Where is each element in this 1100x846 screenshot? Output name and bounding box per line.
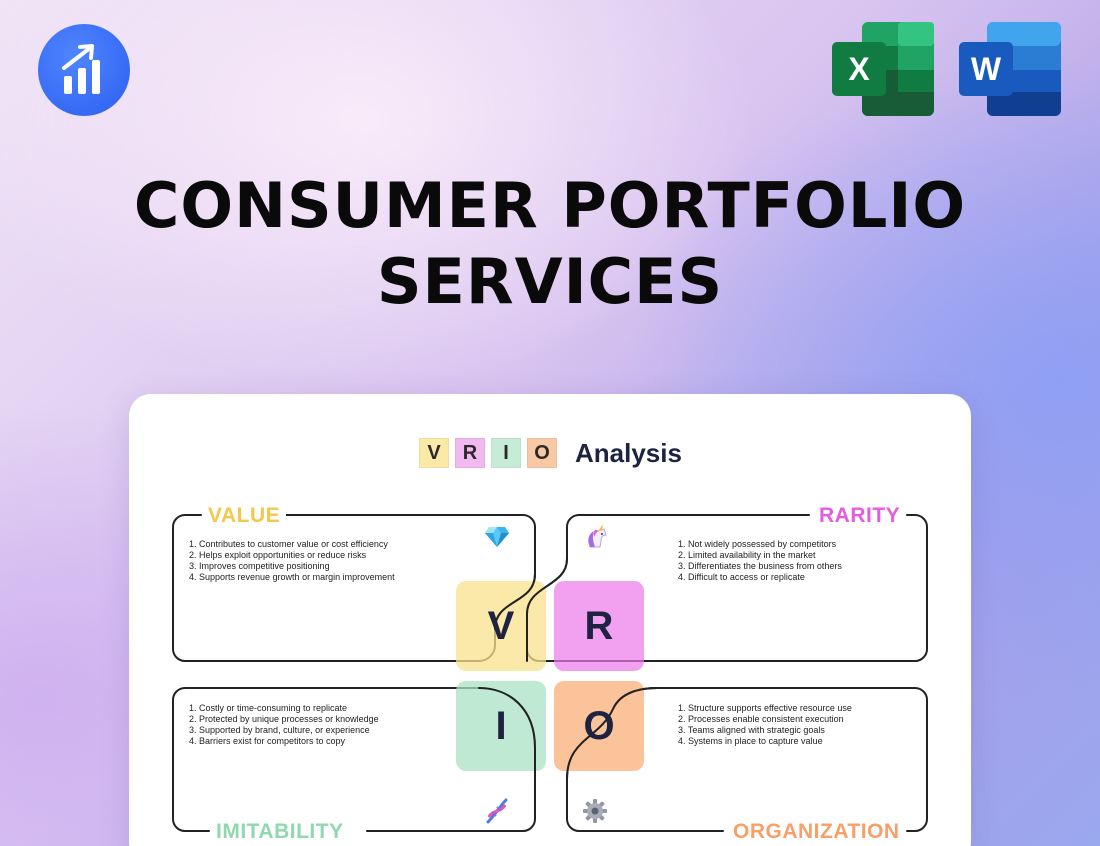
list-item: 1. Costly or time-consuming to replicate [189, 703, 348, 713]
list-item: 4. Systems in place to capture value [678, 736, 823, 746]
tile-letter-i: I [495, 703, 507, 748]
page-title: CONSUMER PORTFOLIO SERVICES [0, 168, 1100, 320]
bar-chart-growth-icon [62, 44, 100, 94]
organization-list: 1. Structure supports effective resource… [678, 703, 852, 747]
heading-text: Analysis [575, 437, 682, 468]
list-item: 1. Structure supports effective resource… [678, 703, 852, 713]
word-letter: W [971, 51, 1002, 87]
tile-v: V [456, 581, 546, 671]
gear-icon [582, 798, 608, 824]
tile-i: I [456, 681, 546, 771]
list-item: 2. Processes enable consistent execution [678, 714, 844, 724]
heading-letter-o: O [527, 438, 557, 468]
value-list: 1. Contributes to customer value or cost… [189, 539, 395, 583]
excel-icon: X [832, 22, 936, 116]
list-item: 3. Supported by brand, culture, or exper… [189, 725, 370, 735]
list-item: 3. Improves competitive positioning [189, 561, 330, 571]
quadrant-label-imitability: IMITABILITY [210, 820, 350, 844]
list-item: 2. Protected by unique processes or know… [189, 714, 379, 724]
tile-letter-r: R [584, 603, 614, 648]
word-icon: W [959, 22, 1063, 116]
list-item: 2. Helps exploit opportunities or reduce… [189, 550, 367, 560]
list-item: 4. Difficult to access or replicate [678, 572, 805, 582]
list-item: 4. Supports revenue growth or margin imp… [189, 572, 395, 582]
page-title-line-2: SERVICES [376, 245, 724, 318]
quadrant-label-rarity: RARITY [813, 504, 907, 528]
excel-letter: X [848, 51, 870, 87]
page-title-line-1: CONSUMER PORTFOLIO [133, 169, 967, 242]
heading-letter-v: V [419, 438, 449, 468]
heading-letter-i: I [491, 438, 521, 468]
list-item: 3. Teams aligned with strategic goals [678, 725, 825, 735]
tile-o: O [554, 681, 644, 771]
quadrant-label-value: VALUE [202, 504, 287, 528]
quadrant-outlines [172, 514, 928, 832]
vrio-card: V R I O Analysis VALUE RARITY IMITABILIT… [129, 394, 971, 846]
tile-letter-v: V [487, 603, 515, 648]
heading-letter-r: R [455, 438, 485, 468]
vrio-heading: V R I O Analysis [419, 437, 682, 469]
tile-letter-o: O [583, 703, 615, 748]
list-item: 4. Barriers exist for competitors to cop… [189, 736, 346, 746]
imitability-list: 1. Costly or time-consuming to replicate… [189, 703, 379, 747]
tile-r: R [554, 581, 644, 671]
unicorn-icon [584, 523, 610, 549]
list-item: 1. Contributes to customer value or cost… [189, 539, 388, 549]
list-item: 1. Not widely possessed by competitors [678, 539, 837, 549]
gem-icon [484, 523, 510, 549]
quadrant-label-organization: ORGANIZATION [727, 820, 906, 844]
dna-icon [484, 798, 510, 824]
list-item: 2. Limited availability in the market [678, 550, 816, 560]
rarity-list: 1. Not widely possessed by competitors 2… [678, 539, 842, 583]
brand-logo [38, 24, 130, 116]
list-item: 3. Differentiates the business from othe… [678, 561, 842, 571]
